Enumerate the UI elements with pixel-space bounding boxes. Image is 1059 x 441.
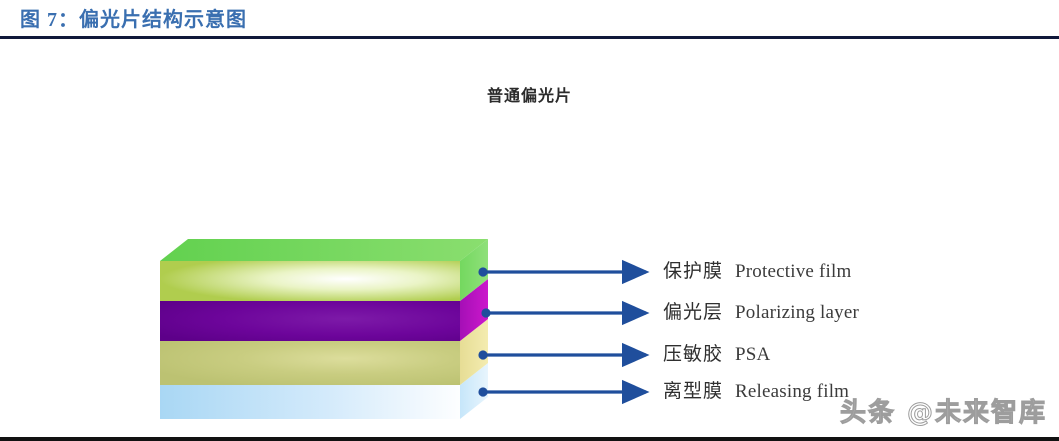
- connector-protective-film: [478, 259, 650, 285]
- callout-protective-film-en: Protective film: [735, 261, 852, 282]
- layer-protective-film-front: [160, 261, 460, 301]
- layer-polarizing: [160, 279, 488, 341]
- layer-polarizing-side: [460, 279, 488, 341]
- callout-polarizing-layer-cn: 偏光层: [663, 301, 724, 323]
- callout-protective-film-cn: 保护膜: [663, 260, 724, 282]
- layer-protective-film: [160, 239, 488, 301]
- callout-releasing-film: 离型膜 Releasing film: [663, 380, 850, 402]
- callout-polarizing-layer-en: Polarizing layer: [735, 302, 860, 323]
- figure-header: 图 7：偏光片结构示意图: [0, 0, 1059, 40]
- layer-protective-film-top: [160, 239, 488, 261]
- layer-releasing-film-front: [160, 385, 460, 419]
- watermark: 头条 @未来智库: [839, 398, 1047, 429]
- callout-releasing-film-cn: 离型膜: [663, 380, 724, 402]
- callout-psa-en: PSA: [735, 344, 771, 365]
- callout-protective-film: 保护膜 Protective film: [663, 260, 852, 282]
- callout-connectors: [478, 259, 650, 405]
- callout-releasing-film-en: Releasing film: [735, 381, 850, 402]
- connector-releasing-film: [478, 379, 650, 405]
- callout-polarizing-layer: 偏光层 Polarizing layer: [663, 301, 860, 323]
- layer-polarizing-front: [160, 301, 460, 341]
- layer-psa-front: [160, 341, 460, 385]
- callout-psa-cn: 压敏胶: [663, 343, 724, 365]
- layer-protective-film-side: [460, 239, 488, 301]
- connector-polarizing-layer: [481, 300, 650, 326]
- page-title: 图 7：偏光片结构示意图: [20, 9, 247, 31]
- header-divider: [0, 36, 1059, 39]
- connector-psa: [478, 342, 650, 368]
- layer-releasing-film-side: [460, 363, 488, 419]
- bottom-divider: [0, 437, 1059, 441]
- callout-psa: 压敏胶 PSA: [663, 343, 771, 365]
- layer-releasing-film: [160, 363, 488, 419]
- chart-title: 普通偏光片: [486, 86, 572, 105]
